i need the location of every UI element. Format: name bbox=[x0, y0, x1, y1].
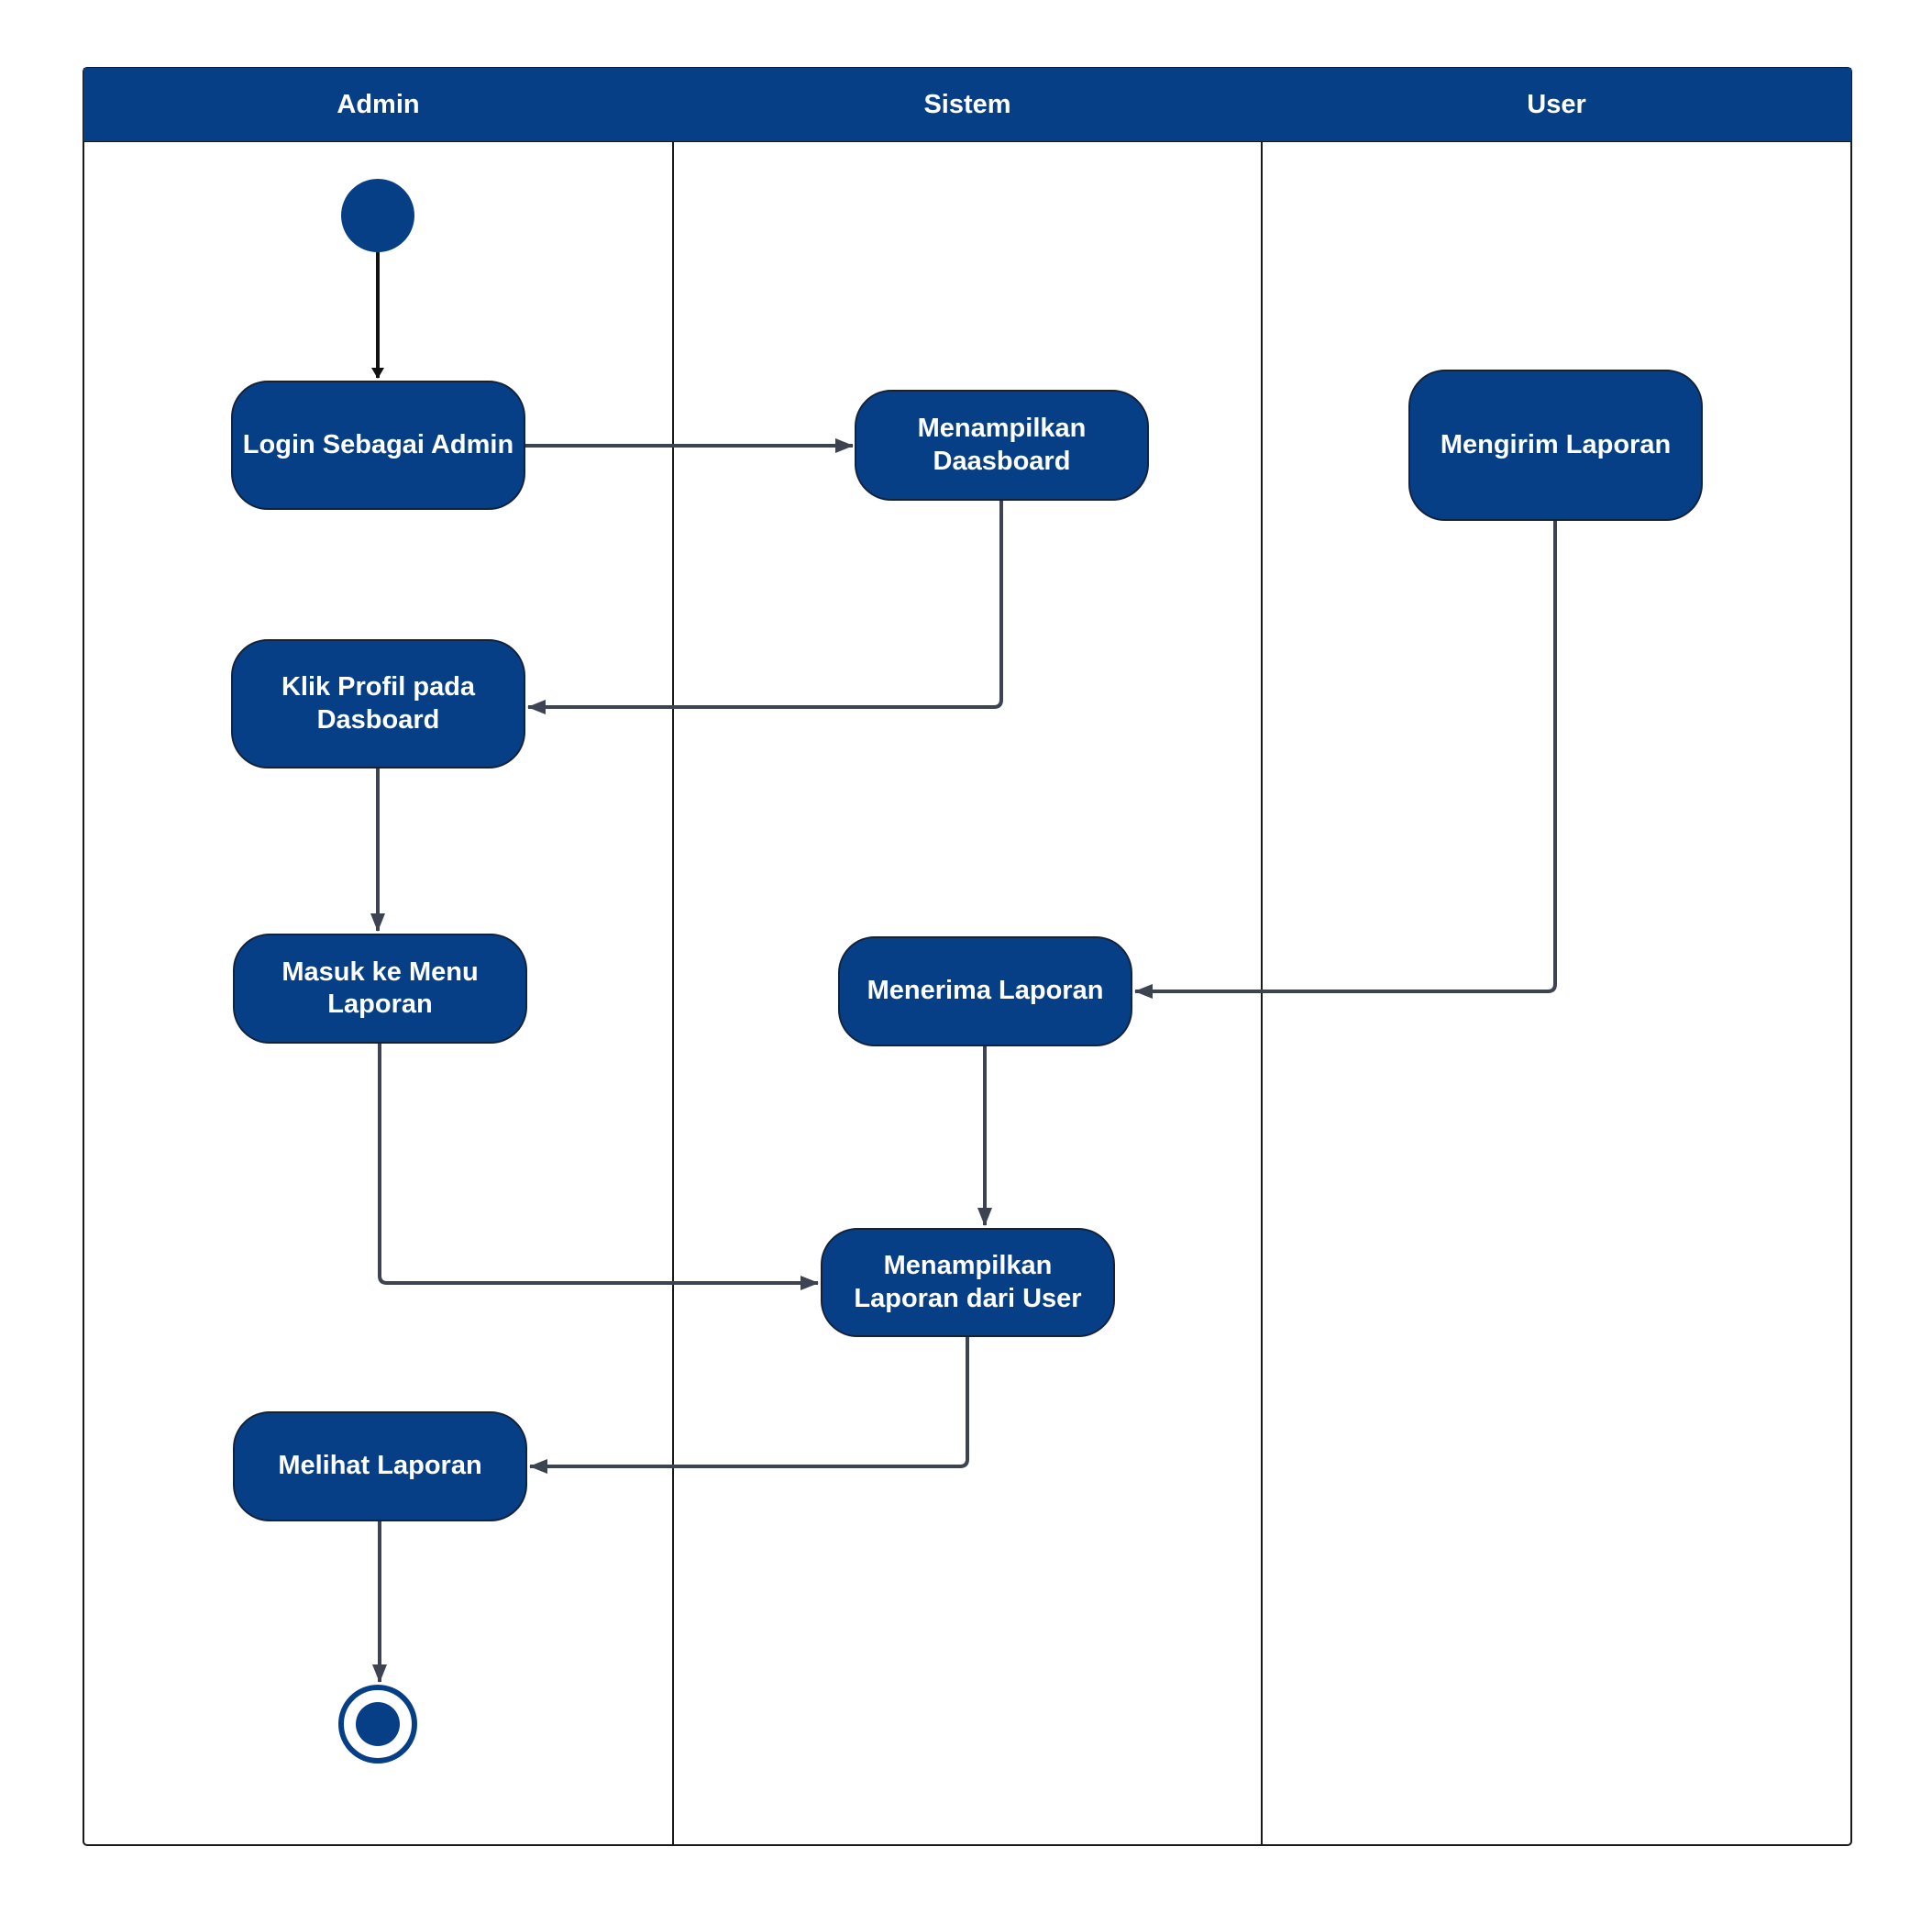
end-node-dot bbox=[356, 1702, 400, 1746]
lane-header-user: User bbox=[1262, 68, 1851, 141]
node-menerima-laporan: Menerima Laporan bbox=[838, 936, 1132, 1046]
lane-header-admin: Admin bbox=[83, 68, 673, 141]
node-masuk-menu-laporan: Masuk ke Menu Laporan bbox=[233, 934, 527, 1044]
node-login-sebagai-admin: Login Sebagai Admin bbox=[231, 381, 525, 510]
flow-masuk-menu-to-menampilkan-laporan bbox=[378, 1044, 819, 1290]
node-mengirim-laporan: Mengirim Laporan bbox=[1408, 370, 1703, 521]
node-menampilkan-laporan-user: Menampilkan Laporan dari User bbox=[821, 1228, 1115, 1337]
flow-menampilkan-laporan-to-melihat bbox=[529, 1337, 969, 1474]
node-menampilkan-dashboard: Menampilkan Daasboard bbox=[855, 390, 1149, 501]
node-melihat-laporan: Melihat Laporan bbox=[233, 1411, 527, 1521]
flow-dashboard-to-klik-profil bbox=[527, 501, 1003, 714]
lane-header-sistem: Sistem bbox=[673, 68, 1262, 141]
node-klik-profil: Klik Profil pada Dasboard bbox=[231, 639, 525, 769]
start-node bbox=[341, 179, 414, 252]
flow-mengirim-to-menerima bbox=[1134, 521, 1557, 999]
